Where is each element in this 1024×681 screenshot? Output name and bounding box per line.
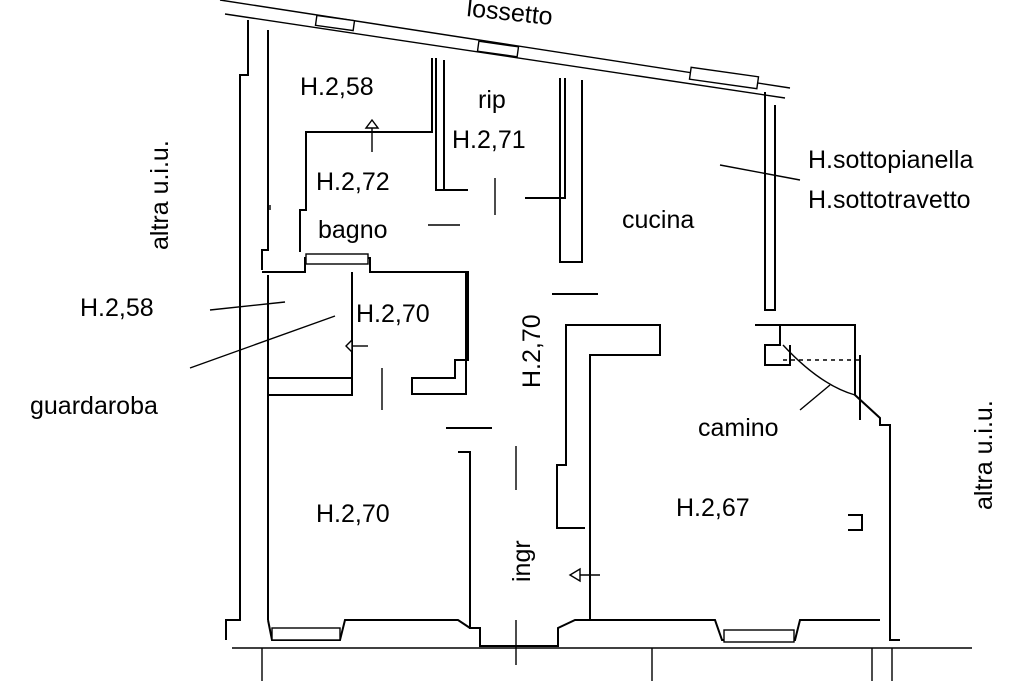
closet-height: H.2,70 (356, 300, 430, 328)
room-top-left-height: H.2,58 (300, 73, 374, 101)
labels: lossetto altra u.i.u. altra u.i.u. H.2,5… (30, 0, 998, 582)
room-bagno-height: H.2,72 (316, 168, 390, 196)
room-bagno-name: bagno (318, 216, 388, 244)
corridor-height: H.2,70 (518, 314, 546, 388)
arrow-left-icon (345, 338, 368, 354)
door-marks (269, 178, 860, 665)
neighbour-left-label: altra u.i.u. (146, 140, 174, 250)
legend-sottopianella: H.sottopianella (808, 146, 973, 174)
camino-name: camino (698, 414, 779, 442)
room-rip-name: rip (478, 86, 506, 114)
arrow-up-icon (364, 118, 380, 152)
guardaroba-name: guardaroba (30, 392, 158, 420)
arrow-left-icon (568, 567, 600, 583)
bedroom-height: H.2,70 (316, 500, 390, 528)
leader-lines (189, 164, 801, 369)
legend-sottotravetto: H.sottotravetto (808, 186, 971, 214)
windows (271, 14, 795, 643)
neighbour-right-label: altra u.i.u. (970, 400, 998, 510)
room-rip-height: H.2,71 (452, 126, 526, 154)
ingresso-name: ingr (508, 540, 536, 582)
living-height: H.2,67 (676, 494, 750, 522)
walls (225, 20, 972, 681)
street-label: lossetto (465, 0, 554, 31)
arrows (345, 118, 600, 583)
room-cucina-name: cucina (622, 206, 694, 234)
guardaroba-height: H.2,58 (80, 294, 154, 322)
